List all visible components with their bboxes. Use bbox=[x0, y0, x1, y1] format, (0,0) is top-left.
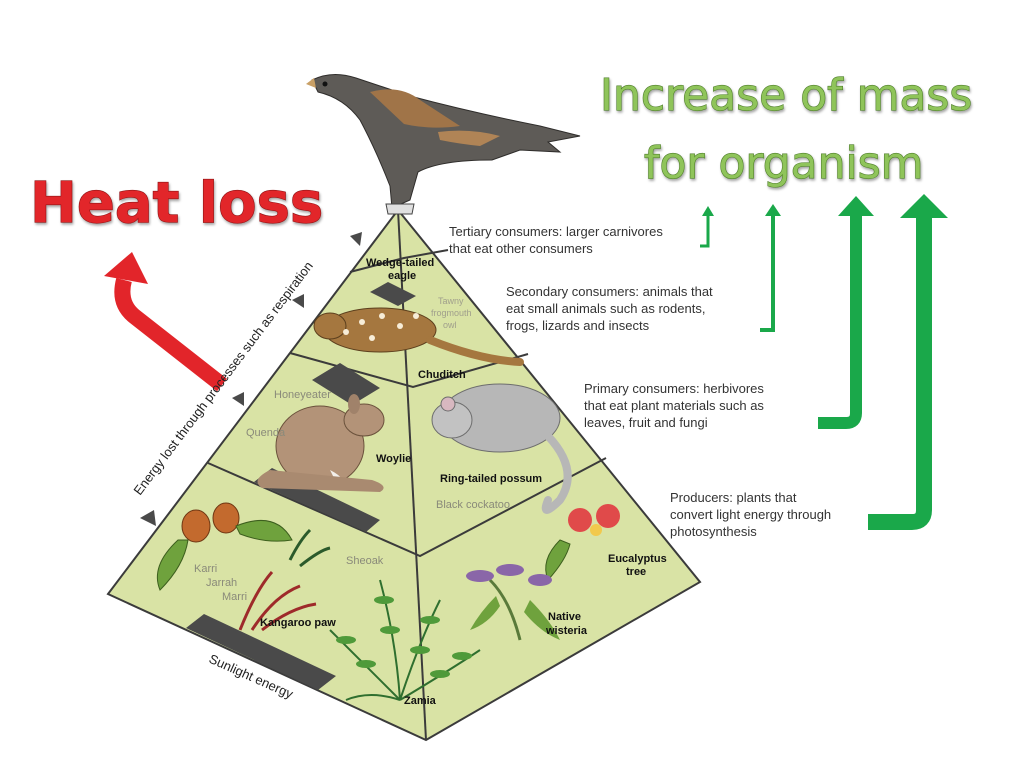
svg-text:eat small animals such as rode: eat small animals such as rodents, bbox=[506, 301, 705, 316]
label-possum: Ring-tailed possum bbox=[440, 473, 542, 485]
tier-divider-1 bbox=[349, 249, 449, 273]
label-wisteria-2: wisteria bbox=[545, 625, 588, 637]
eucalyptus-flower-icon bbox=[545, 504, 620, 581]
label-marri: Marri bbox=[222, 591, 247, 603]
label-kangaroo-paw: Kangaroo paw bbox=[260, 617, 336, 629]
label-woylie: Woylie bbox=[376, 453, 411, 465]
heat-loss-arrow bbox=[104, 252, 227, 392]
eagle-icon bbox=[306, 74, 581, 215]
label-eagle-2: eagle bbox=[388, 270, 416, 282]
label-quenda: Quenda bbox=[246, 427, 286, 439]
mass-arrow-producers bbox=[868, 194, 948, 530]
mass-arrow-secondary bbox=[760, 204, 781, 332]
pyramid bbox=[106, 208, 702, 742]
label-owl-1: Tawny bbox=[438, 296, 464, 306]
svg-text:photosynthesis: photosynthesis bbox=[670, 524, 757, 539]
zamia-icon bbox=[329, 579, 481, 701]
mass-arrows bbox=[700, 194, 948, 530]
label-jarrah: Jarrah bbox=[206, 577, 237, 589]
wisteria-icon bbox=[466, 564, 560, 641]
mass-arrow-tertiary bbox=[700, 206, 714, 248]
svg-text:convert light energy through: convert light energy through bbox=[670, 507, 831, 522]
mass-heading-line1: Increase of mass bbox=[600, 70, 972, 121]
svg-text:Secondary consumers: animals t: Secondary consumers: animals that bbox=[506, 284, 713, 299]
heat-loss-heading: Heat loss bbox=[30, 171, 323, 236]
label-eucalyptus-1: Eucalyptus bbox=[608, 553, 667, 565]
label-honeyeater: Honeyeater bbox=[274, 389, 331, 401]
svg-text:Tertiary consumers: larger car: Tertiary consumers: larger carnivores bbox=[449, 224, 663, 239]
label-cockatoo: Black cockatoo bbox=[436, 499, 510, 511]
label-owl-3: owl bbox=[443, 320, 457, 330]
svg-text:frogs, lizards and insects: frogs, lizards and insects bbox=[506, 318, 650, 333]
label-eagle-1: Wedge-tailed bbox=[366, 257, 434, 269]
label-karri: Karri bbox=[194, 563, 217, 575]
primary-description: Primary consumers: herbivores that eat p… bbox=[584, 381, 764, 430]
possum-icon bbox=[431, 383, 572, 514]
svg-text:Producers: plants that: Producers: plants that bbox=[670, 490, 797, 505]
svg-text:Primary consumers: herbivores: Primary consumers: herbivores bbox=[584, 381, 764, 396]
label-owl-2: frogmouth bbox=[431, 308, 472, 318]
label-eucalyptus-2: tree bbox=[626, 566, 646, 578]
tertiary-description: Tertiary consumers: larger carnivores th… bbox=[449, 224, 663, 256]
secondary-description: Secondary consumers: animals that eat sm… bbox=[506, 284, 713, 333]
label-chuditch: Chuditch bbox=[418, 369, 466, 381]
producers-description: Producers: plants that convert light ene… bbox=[670, 490, 831, 539]
mass-heading-line2: for organism bbox=[644, 138, 924, 189]
woylie-icon bbox=[257, 394, 385, 492]
label-zamia: Zamia bbox=[404, 695, 437, 707]
label-sheoak: Sheoak bbox=[346, 555, 384, 567]
energy-loss-arrows bbox=[140, 232, 362, 526]
tier-divider-3 bbox=[207, 457, 607, 558]
mass-arrow-primary bbox=[818, 196, 874, 429]
svg-text:that eat other consumers: that eat other consumers bbox=[449, 241, 593, 256]
chuditch-icon bbox=[313, 307, 524, 366]
svg-text:that eat plant materials such: that eat plant materials such as bbox=[584, 398, 764, 413]
svg-text:leaves, fruit and fungi: leaves, fruit and fungi bbox=[584, 415, 708, 430]
label-wisteria-1: Native bbox=[548, 611, 581, 623]
tier-divider-2 bbox=[289, 352, 529, 389]
kangaroo-paw-icon bbox=[238, 528, 331, 632]
gumnut-icon bbox=[156, 502, 293, 591]
